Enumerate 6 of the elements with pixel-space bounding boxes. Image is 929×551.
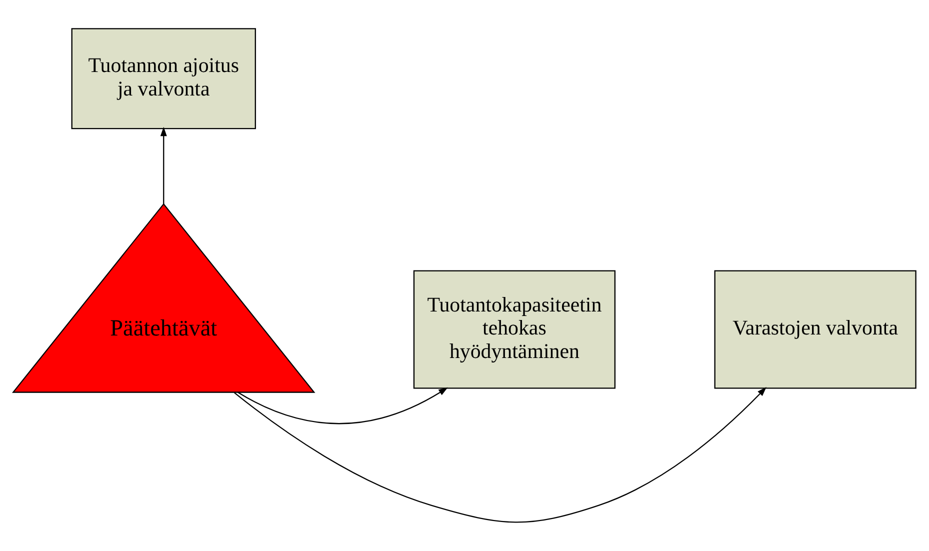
- arrow: [238, 387, 448, 424]
- node-box: Tuotantokapasiteetin tehokas hyödyntäminen: [413, 270, 616, 389]
- node-box: Varastojen valvonta: [714, 270, 916, 389]
- arrow: [234, 387, 766, 523]
- arrow: [160, 126, 167, 204]
- node-box: Tuotannon ajoitus ja valvonta: [71, 28, 256, 130]
